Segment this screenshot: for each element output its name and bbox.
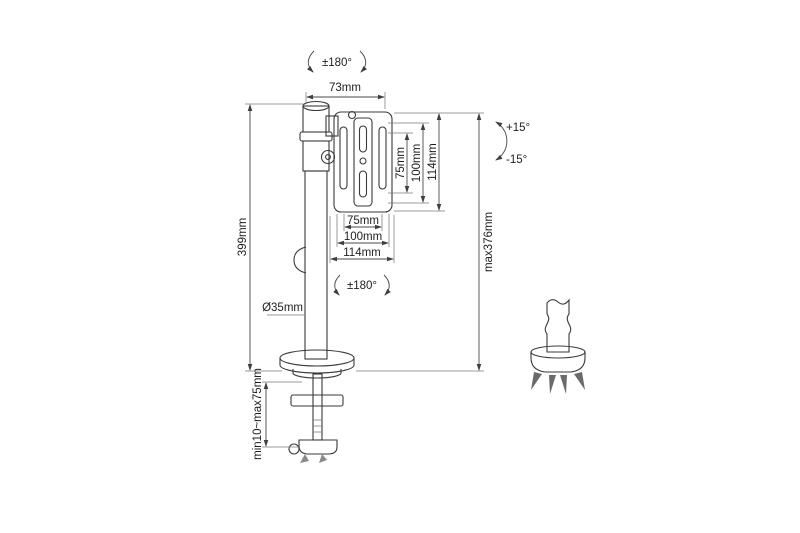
label-max-height: max376mm xyxy=(483,212,495,272)
base-and-clamp xyxy=(279,349,355,463)
vesa-slot-left xyxy=(339,126,348,190)
rotation-top-arc-right xyxy=(359,50,367,73)
clamp-rod-threads xyxy=(313,419,322,433)
rotation-mid-arc-left xyxy=(333,274,341,296)
pole-assembly xyxy=(293,100,339,360)
label-vesa-vertical-75: 75mm xyxy=(395,147,407,179)
plate-screw xyxy=(347,110,357,120)
rotation-joint xyxy=(302,140,330,172)
tilt-arc xyxy=(495,121,508,161)
pole-top-face xyxy=(302,100,330,112)
clamp-tooth-right xyxy=(319,454,327,463)
label-rotation-mid: ±180° xyxy=(347,280,377,292)
vesa-center-column xyxy=(353,117,373,207)
label-rotation-top: ±180° xyxy=(322,57,352,69)
vesa-center-hole xyxy=(359,157,367,165)
detail-base-body xyxy=(530,352,586,373)
label-vesa-vertical-100: 100mm xyxy=(411,144,423,182)
rotation-top-arc-left xyxy=(307,50,315,73)
vesa-plate xyxy=(333,110,393,213)
label-dim-top-width: 73mm xyxy=(329,82,361,94)
label-pole-diameter: Ø35mm xyxy=(262,302,303,314)
cable-clip xyxy=(293,246,307,274)
vesa-plate-body xyxy=(333,111,393,213)
joint-screw-center xyxy=(325,154,331,160)
label-tilt-up: +15° xyxy=(506,122,530,134)
vesa-slot-right xyxy=(378,126,387,190)
label-pole-height: 399mm xyxy=(237,218,249,256)
dimension-lines: ±180° 73mm 75mm 100mm 114mm +15° -15° xyxy=(237,50,530,460)
label-vesa-horizontal-114: 114mm xyxy=(343,247,381,259)
label-vesa-horizontal-100: 100mm xyxy=(344,231,382,243)
detail-spike-2 xyxy=(549,375,556,394)
detail-spike-4 xyxy=(574,372,585,390)
label-vesa-horizontal-75: 75mm xyxy=(347,215,379,227)
label-tilt-down: -15° xyxy=(506,154,527,166)
clamp-knob xyxy=(288,443,300,455)
detail-spike-1 xyxy=(531,372,542,390)
clamp-arm xyxy=(290,394,344,407)
detail-spike-3 xyxy=(560,375,567,394)
detail-base-top xyxy=(530,345,586,359)
rotation-mid-arc-right xyxy=(383,274,391,296)
base-disc-top xyxy=(279,349,355,367)
clamp-tooth-left xyxy=(300,454,309,463)
vesa-slot-center-bottom xyxy=(358,170,368,198)
label-clamp-range: min10~max75mm xyxy=(252,368,264,460)
label-vesa-vertical-114: 114mm xyxy=(427,143,439,181)
detail-pole-section xyxy=(544,298,572,353)
grommet-detail-view xyxy=(530,298,586,394)
base-disc-side xyxy=(279,358,355,374)
vesa-slot-center-top xyxy=(358,125,368,153)
base-pedestal xyxy=(292,369,342,379)
